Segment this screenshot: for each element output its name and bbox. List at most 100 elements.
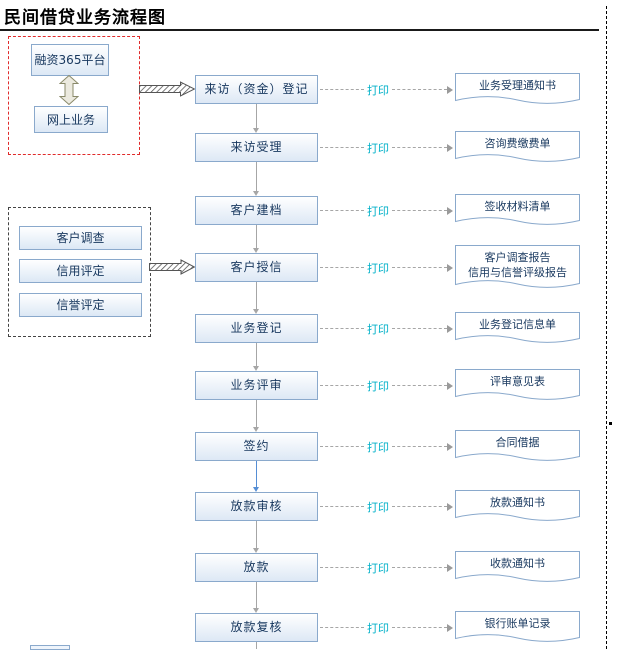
print-connector: 打印 bbox=[320, 378, 453, 393]
dashed-line bbox=[320, 506, 364, 507]
print-connector: 打印 bbox=[320, 560, 453, 575]
dashed-line bbox=[392, 267, 447, 268]
survey-item: 信誉评定 bbox=[19, 293, 142, 317]
down-arrow-connector bbox=[253, 461, 259, 492]
flow-step-label: 业务登记 bbox=[230, 321, 283, 335]
print-connector: 打印 bbox=[320, 260, 453, 275]
print-connector: 打印 bbox=[320, 140, 453, 155]
flow-step-label: 放款复核 bbox=[230, 620, 283, 634]
right-arrow-icon bbox=[447, 381, 453, 390]
right-arrow-icon bbox=[447, 263, 453, 272]
document-shape: 评审意见表 bbox=[455, 369, 580, 403]
partial-box bbox=[30, 645, 70, 650]
dashed-line bbox=[392, 210, 447, 211]
document-label: 放款通知书 bbox=[490, 496, 545, 509]
document-label: 银行账单记录 bbox=[484, 617, 551, 630]
print-label: 打印 bbox=[367, 83, 389, 97]
right-arrow-icon bbox=[447, 143, 453, 152]
document-shape: 收款通知书 bbox=[455, 551, 580, 585]
dashed-line bbox=[320, 147, 364, 148]
dashed-line bbox=[320, 328, 364, 329]
dashed-line bbox=[320, 567, 364, 568]
down-connector bbox=[256, 642, 257, 649]
right-arrow-icon bbox=[447, 563, 453, 572]
hatch-arrow-icon bbox=[149, 259, 196, 275]
dashed-line bbox=[392, 328, 447, 329]
print-label: 打印 bbox=[367, 379, 389, 393]
document-shape: 客户调查报告信用与信誉评级报告 bbox=[455, 245, 580, 291]
document-shape: 放款通知书 bbox=[455, 490, 580, 524]
source-group: 融资365平台 网上业务 bbox=[8, 36, 140, 155]
print-label: 打印 bbox=[367, 261, 389, 275]
right-arrow-icon bbox=[447, 502, 453, 511]
survey-item: 信用评定 bbox=[19, 259, 142, 283]
down-arrow-connector bbox=[253, 225, 259, 253]
document-label: 咨询费缴费单 bbox=[484, 137, 551, 150]
page-boundary-dashed-line bbox=[606, 6, 607, 649]
dashed-line bbox=[320, 267, 364, 268]
print-connector: 打印 bbox=[320, 499, 453, 514]
flow-step-label: 客户建档 bbox=[230, 203, 283, 217]
hatch-arrow-icon bbox=[139, 81, 196, 97]
flow-step-label: 放款审核 bbox=[230, 499, 283, 513]
print-label: 打印 bbox=[367, 561, 389, 575]
platform-box-label: 融资365平台 bbox=[34, 53, 106, 67]
page-title: 民间借贷业务流程图 bbox=[4, 8, 166, 28]
title-divider bbox=[0, 29, 599, 31]
document-label: 合同借据 bbox=[495, 436, 540, 449]
right-arrow-icon bbox=[447, 442, 453, 451]
print-connector: 打印 bbox=[320, 620, 453, 635]
right-arrow-icon bbox=[447, 206, 453, 215]
flow-step-label: 来访（资金）登记 bbox=[204, 82, 309, 96]
down-arrow-connector bbox=[253, 162, 259, 196]
dashed-line bbox=[392, 446, 447, 447]
online-business-label: 网上业务 bbox=[46, 112, 95, 127]
flow-step-box: 放款复核 bbox=[195, 613, 318, 642]
survey-item-label: 客户调查 bbox=[56, 231, 105, 245]
print-connector: 打印 bbox=[320, 321, 453, 336]
survey-group: 客户调查 信用评定 信誉评定 bbox=[8, 207, 151, 337]
dashed-line bbox=[392, 147, 447, 148]
flow-step-box: 放款 bbox=[195, 553, 318, 582]
flow-step-label: 业务评审 bbox=[230, 378, 283, 392]
document-label: 业务登记信息单 bbox=[479, 318, 556, 331]
print-label: 打印 bbox=[367, 440, 389, 454]
document-shape: 咨询费缴费单 bbox=[455, 131, 580, 165]
flow-step-box: 业务评审 bbox=[195, 371, 318, 400]
document-label: 收款通知书 bbox=[490, 557, 545, 570]
right-arrow-icon bbox=[447, 324, 453, 333]
dashed-line bbox=[392, 567, 447, 568]
down-arrow-connector bbox=[253, 521, 259, 553]
dashed-line bbox=[392, 89, 447, 90]
print-label: 打印 bbox=[367, 141, 389, 155]
document-label: 评审意见表 bbox=[490, 375, 545, 388]
print-label: 打印 bbox=[367, 621, 389, 635]
survey-item: 客户调查 bbox=[19, 226, 142, 250]
dashed-line bbox=[320, 446, 364, 447]
flow-step-label: 签约 bbox=[243, 439, 270, 453]
page-dot bbox=[609, 422, 612, 425]
flow-step-box: 签约 bbox=[195, 432, 318, 461]
down-arrow-connector bbox=[253, 582, 259, 613]
print-connector: 打印 bbox=[320, 203, 453, 218]
document-label: 业务受理通知书 bbox=[479, 79, 556, 92]
flow-step-box: 来访受理 bbox=[195, 133, 318, 162]
print-connector: 打印 bbox=[320, 439, 453, 454]
dashed-line bbox=[320, 385, 364, 386]
up-down-arrow-icon bbox=[58, 74, 80, 106]
document-shape: 银行账单记录 bbox=[455, 611, 580, 645]
right-arrow-icon bbox=[447, 623, 453, 632]
dashed-line bbox=[392, 506, 447, 507]
flow-step-box: 客户授信 bbox=[195, 253, 318, 282]
dashed-line bbox=[392, 385, 447, 386]
print-label: 打印 bbox=[367, 500, 389, 514]
flow-step-label: 放款 bbox=[243, 560, 270, 574]
flow-step-box: 业务登记 bbox=[195, 314, 318, 343]
dashed-line bbox=[392, 627, 447, 628]
flow-step-label: 来访受理 bbox=[230, 140, 283, 154]
flow-step-box: 客户建档 bbox=[195, 196, 318, 225]
document-label: 签收材料清单 bbox=[484, 200, 551, 213]
right-arrow-icon bbox=[447, 85, 453, 94]
dashed-line bbox=[320, 210, 364, 211]
flow-step-box: 放款审核 bbox=[195, 492, 318, 521]
